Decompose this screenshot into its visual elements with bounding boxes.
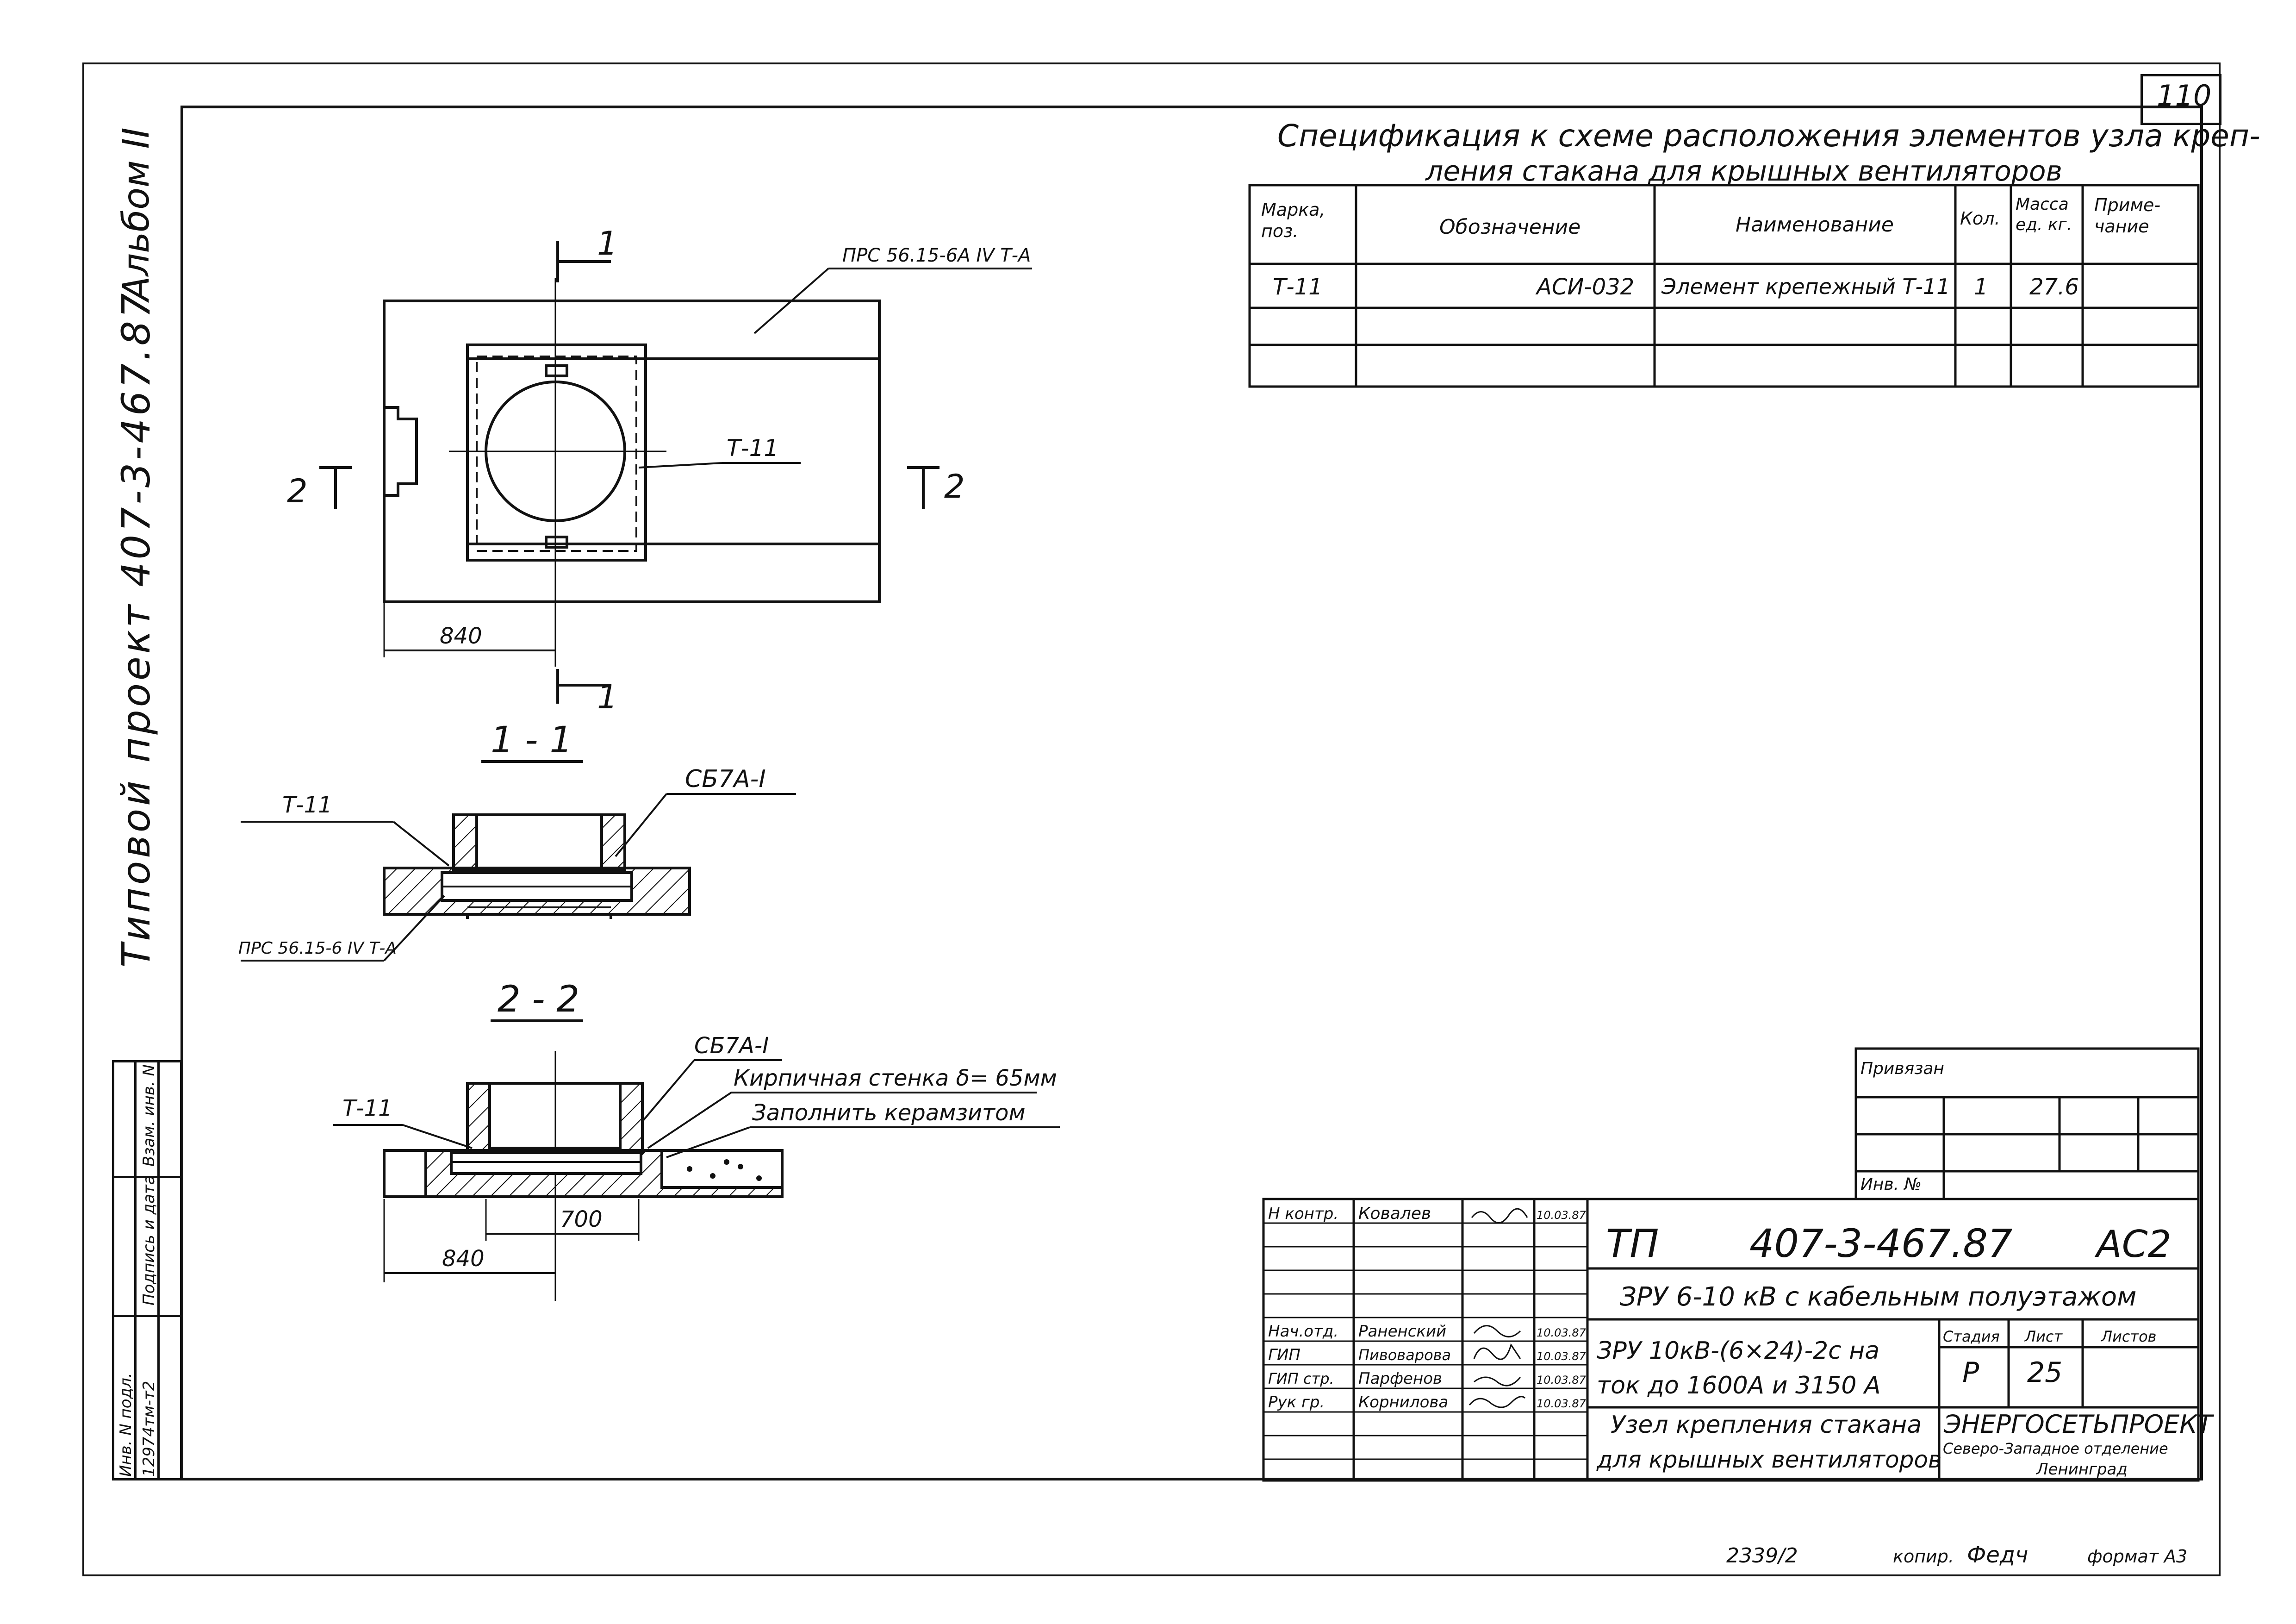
inner-border: [180, 106, 2203, 1480]
drawing-title-line1: Узел крепления стакана: [1611, 1411, 1922, 1439]
stage-value: Р: [1962, 1356, 1979, 1389]
section22-dim-700: 700: [560, 1206, 603, 1232]
sig-date-3: 10.03.87: [1537, 1326, 1587, 1339]
plan-prs-label: ПРС 56.15-6А IV Т-А: [842, 245, 1031, 266]
sig-role-0: Н контр.: [1268, 1205, 1338, 1223]
sig-role-3: Нач.отд.: [1268, 1322, 1338, 1341]
spec-row-mass: 27.6: [2029, 274, 2079, 300]
org-city: Ленинград: [2035, 1460, 2128, 1479]
plan-view: [319, 241, 1032, 704]
left-strip: [112, 1060, 182, 1480]
inv-no-label: Инв. №: [1860, 1175, 1922, 1194]
spec-row-name: Элемент крепежный Т-11: [1661, 274, 1950, 299]
sig-role-4: ГИП: [1268, 1346, 1300, 1364]
sig-name-6: Корнилова: [1358, 1393, 1448, 1412]
spec-header-qty: Кол.: [1960, 208, 2000, 229]
sig-date-0: 10.03.87: [1537, 1209, 1587, 1222]
spec-title-line1: Спецификация к схеме расположения элемен…: [1277, 118, 2260, 154]
sig-name-3: Раненский: [1358, 1322, 1446, 1341]
section22-title: 2 - 2: [498, 979, 579, 1020]
section11-title: 1 - 1: [491, 719, 572, 761]
sig-name-4: Пивоварова: [1358, 1346, 1451, 1364]
spec-header-name: Наименование: [1736, 213, 1894, 237]
plan-cut1-top-label: 1: [597, 225, 618, 262]
left-strip-divider-1: [134, 1060, 137, 1480]
spec-header-mass: Масса ед. кг.: [2016, 195, 2072, 234]
code-suffix: АС2: [2094, 1223, 2171, 1266]
section22-keramzit-label: Заполнить керамзитом: [752, 1100, 1026, 1126]
section11-sb7a-label: СБ7А-I: [685, 765, 766, 793]
footer-number: 2339/2: [1726, 1544, 1798, 1568]
plan-t11-label: Т-11: [727, 435, 778, 462]
left-strip-hline-1: [112, 1176, 182, 1178]
org-branch: Северо-Западное отделение: [1943, 1440, 2168, 1457]
plan-cut2-left-label: 2: [287, 472, 308, 510]
section22-view: [333, 1051, 1060, 1301]
org-name: ЭНЕРГОСЕТЬПРОЕКТ: [1943, 1410, 2215, 1439]
sheet-value: 25: [2027, 1356, 2062, 1389]
signature-marks: [1468, 1208, 1528, 1408]
sheet-desc-line1: ЗРУ 10кВ-(6×24)-2с на: [1597, 1337, 1879, 1365]
section22-brick-label: Кирпичная стенка δ= 65мм: [734, 1065, 1057, 1091]
privyazan-label: Привязан: [1860, 1059, 1944, 1078]
section22-t11-label: Т-11: [342, 1095, 392, 1121]
sheet-number: 110: [2157, 79, 2212, 112]
footer-copied-sign: Федч: [1967, 1542, 2028, 1568]
title-block-grid: [1262, 1198, 2200, 1482]
project-name: ЗРУ 6-10 кВ с кабельным полуэтажом: [1620, 1282, 2136, 1312]
spec-header-note: Приме- чание: [2094, 195, 2161, 237]
section11-view: [241, 793, 796, 962]
spec-title-line2: ления стакана для крышных вентиляторов: [1425, 155, 2062, 187]
footer-copied-label: копир.: [1893, 1546, 1954, 1567]
sheet-number-box: [2140, 74, 2221, 125]
sheets-label: Листов: [2101, 1328, 2157, 1345]
spec-header-mark: Марка, поз.: [1261, 200, 1325, 241]
code-number: 407-3-467.87: [1749, 1221, 2012, 1266]
spec-row-qty: 1: [1974, 274, 1988, 300]
outer-border: [82, 62, 2221, 1576]
code-tp: ТП: [1606, 1221, 1659, 1266]
plan-dim-840: 840: [440, 623, 482, 649]
sheet-desc-line2: ток до 1600А и 3150 А: [1597, 1372, 1881, 1399]
plan-cut1-bottom-label: 1: [597, 678, 618, 716]
sig-name-5: Парфенов: [1358, 1369, 1442, 1388]
drawing-title-line2: для крышных вентиляторов: [1596, 1446, 1941, 1473]
plan-cut2-right-label: 2: [944, 468, 965, 506]
title-block-signature-rows: [1263, 1222, 1587, 1460]
sig-name-0: Ковалев: [1358, 1204, 1431, 1223]
left-strip-hline-2: [112, 1315, 182, 1317]
spec-header-designation: Обозначение: [1439, 215, 1581, 239]
section22-dim-840: 840: [442, 1246, 485, 1272]
stage-label: Стадия: [1943, 1328, 2000, 1345]
footer-format: формат А3: [2087, 1546, 2187, 1567]
section22-sb7a-label: СБ7А-I: [694, 1033, 769, 1059]
sig-role-6: Рук гр.: [1268, 1393, 1325, 1412]
sig-date-4: 10.03.87: [1537, 1350, 1587, 1363]
sig-role-5: ГИП стр.: [1268, 1370, 1334, 1387]
spec-row-mark: Т-11: [1273, 274, 1323, 300]
sig-date-5: 10.03.87: [1537, 1374, 1587, 1387]
spec-row-designation: АСИ-032: [1537, 274, 1635, 300]
section11-prs-label: ПРС 56.15-6 IV Т-А: [238, 939, 397, 958]
left-strip-divider-2: [157, 1060, 160, 1480]
sheet-label: Лист: [2024, 1328, 2063, 1345]
section11-t11-label: Т-11: [282, 792, 332, 818]
sig-date-6: 10.03.87: [1537, 1397, 1587, 1410]
